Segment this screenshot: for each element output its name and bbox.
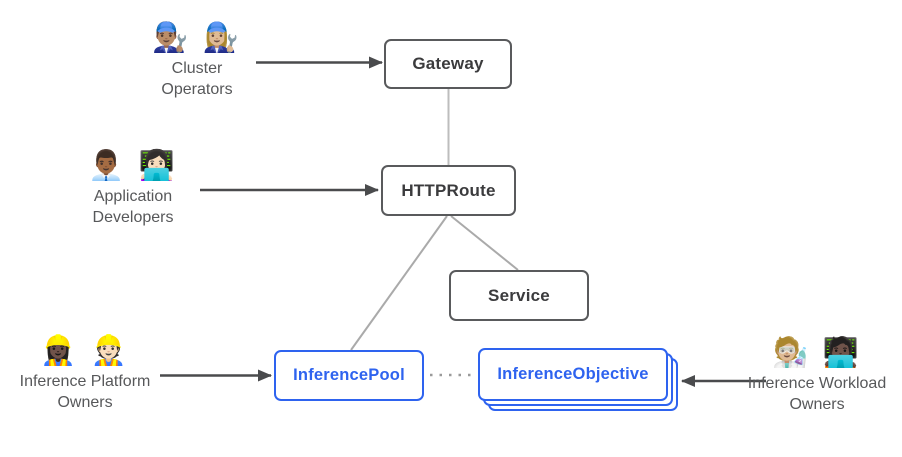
edge-httproute-inferencepool (350, 215, 448, 351)
cluster-operators-icon: 👨🏽‍🔧 👩🏼‍🔧 (152, 22, 242, 54)
node-service: Service (449, 270, 589, 321)
edge-httproute-service (450, 215, 519, 271)
cluster-operators-label: Cluster Operators (161, 60, 233, 98)
application-developers-label: Application Developers (92, 188, 174, 226)
inference-workload-owners-label: Inference Workload Owners (747, 375, 887, 413)
node-httproute: HTTPRoute (381, 165, 516, 216)
actor-inference-platform-owners: 👷🏿‍♀️ 👷🏻 Inference Platform Owners (0, 335, 185, 413)
node-inferenceobjective: InferenceObjective (478, 348, 668, 401)
actor-cluster-operators: 👨🏽‍🔧 👩🏼‍🔧 Cluster Operators (107, 22, 287, 100)
application-developers-icon: 👨🏾‍💼 👩🏻‍💻 (88, 150, 178, 182)
node-inferencepool: InferencePool (274, 350, 424, 401)
node-gateway: Gateway (384, 39, 512, 89)
inference-platform-owners-icon: 👷🏿‍♀️ 👷🏻 (40, 335, 130, 367)
actor-application-developers: 👨🏾‍💼 👩🏻‍💻 Application Developers (43, 150, 223, 228)
inference-platform-owners-label: Inference Platform Owners (19, 373, 151, 411)
actor-inference-workload-owners: 🧑🏼‍🔬 🧑🏿‍💻 Inference Workload Owners (717, 337, 902, 415)
inference-workload-owners-icon: 🧑🏼‍🔬 🧑🏿‍💻 (772, 337, 862, 369)
